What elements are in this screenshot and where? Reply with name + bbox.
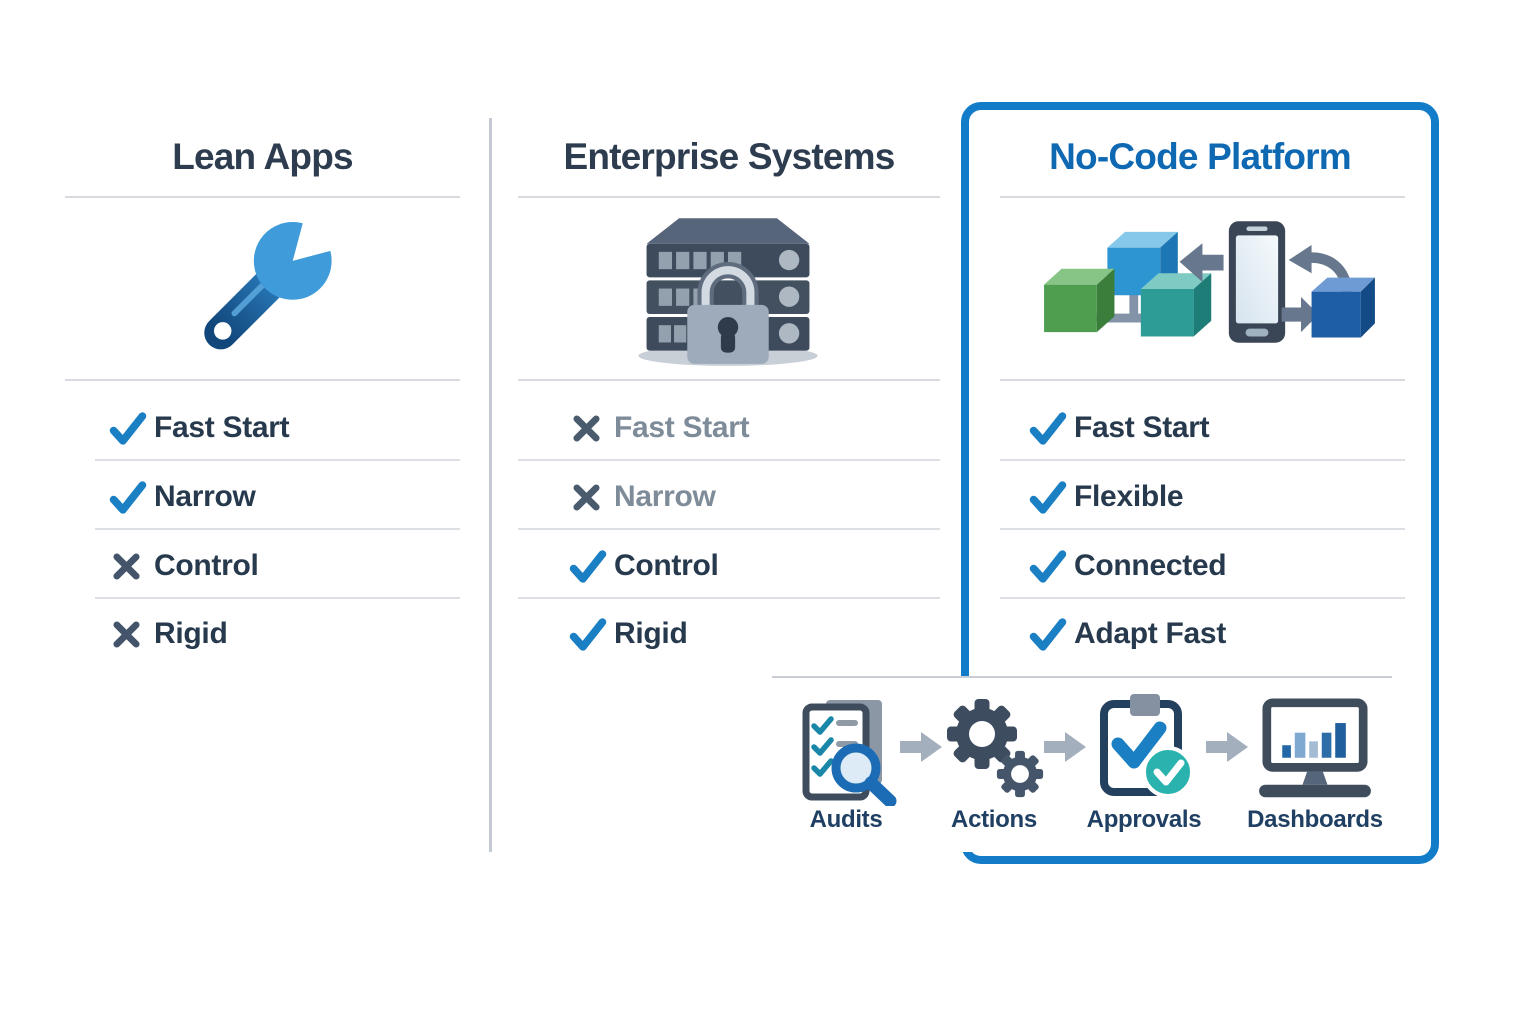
divider [95,597,460,599]
check-icon [108,479,154,516]
divider [1000,597,1405,599]
feature-label: Narrow [154,480,256,513]
feature-row: Flexible [1028,465,1398,529]
column-title-lean-apps: Lean Apps [172,136,353,177]
feature-row: Control [568,534,928,598]
x-icon [108,552,154,581]
feature-row: Rigid [108,602,458,666]
check-icon [108,410,154,447]
divider [95,528,460,530]
x-icon [568,483,614,512]
integration-phone-icon [1044,221,1375,343]
arrow-right-icon [1044,732,1086,762]
feature-label: Control [614,549,719,582]
feature-row: Fast Start [1028,396,1398,460]
check-icon [1028,548,1074,585]
feature-label: Adapt Fast [1074,617,1227,650]
feature-row: Fast Start [108,396,458,460]
feature-row: Adapt Fast [1028,602,1398,666]
divider [65,196,460,198]
workflow-step-label: Dashboards [1247,806,1383,833]
divider [1000,459,1405,461]
server-lock-icon [638,218,818,366]
feature-label: Connected [1074,549,1227,582]
column-title-enterprise-systems: Enterprise Systems [563,136,895,177]
feature-label: Flexible [1074,480,1184,513]
workflow-step-label: Audits [809,806,883,833]
column-divider-line [489,118,492,852]
workflow-step-label: Actions [951,806,1037,833]
feature-row: Connected [1028,534,1398,598]
workflow-step-label: Approvals [1086,806,1202,833]
divider [1000,379,1405,381]
check-icon [1028,410,1074,447]
feature-label: Fast Start [614,411,750,444]
check-icon [568,616,614,653]
divider [95,459,460,461]
dashboard-monitor-icon [1259,698,1371,798]
divider [518,379,940,381]
divider [518,196,940,198]
x-icon [568,414,614,443]
arrow-right-icon [1206,732,1248,762]
feature-row: Rigid [568,602,928,666]
feature-label: Rigid [614,617,688,650]
divider [518,528,940,530]
audit-checklist-icon [802,700,897,806]
gears-icon [947,699,1044,798]
wrench-icon [204,212,352,350]
feature-label: Rigid [154,617,228,650]
feature-label: Fast Start [154,411,290,444]
feature-row: Narrow [108,465,458,529]
check-icon [1028,616,1074,653]
divider [518,597,940,599]
feature-label: Fast Start [1074,411,1210,444]
x-icon [108,620,154,649]
feature-row: Control [108,534,458,598]
approval-clipboard-icon [1100,694,1194,798]
divider [1000,196,1405,198]
column-title-no-code-platform: No-Code Platform [1049,136,1352,177]
check-icon [568,548,614,585]
divider [65,379,460,381]
check-icon [1028,479,1074,516]
feature-row: Narrow [568,465,928,529]
divider [1000,528,1405,530]
divider [518,459,940,461]
feature-label: Control [154,549,259,582]
feature-label: Narrow [614,480,716,513]
feature-row: Fast Start [568,396,928,460]
